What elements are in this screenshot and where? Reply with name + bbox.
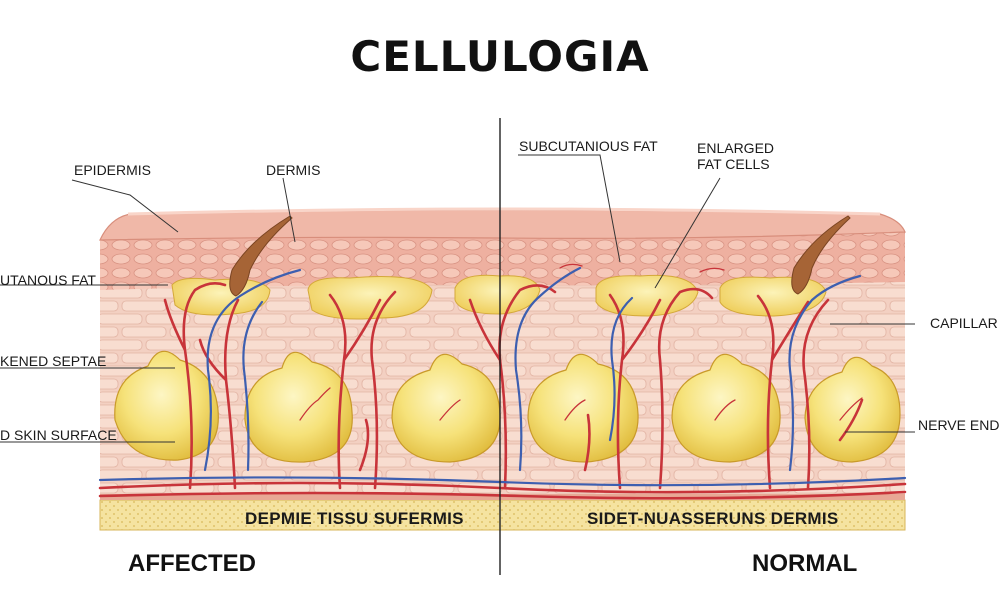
label-epidermis: EPIDERMIS <box>74 162 152 178</box>
label-thickened-septae: KENED SEPTAE <box>0 353 107 369</box>
capillary-branches <box>299 263 863 421</box>
diagram-title: CELLULOGIA <box>350 32 650 81</box>
band-text-left: DEPMIE TISSU SUFERMIS <box>245 509 464 528</box>
label-subcutanious-fat-right: SUBCUTANIOUS FAT <box>519 138 658 154</box>
label-enlarged-fat-cells: ENLARGED FAT CELLS <box>697 140 774 172</box>
band-text-right: SIDET-NUASSERUNS DERMIS <box>587 509 839 528</box>
side-label-affected: AFFECTED <box>128 550 256 577</box>
band-divider <box>100 494 905 500</box>
label-dermis: DERMIS <box>266 162 321 178</box>
epidermis-top <box>127 207 881 216</box>
label-subcutanious-fat-left: UTANOUS FAT <box>0 272 96 288</box>
label-capillaries: CAPILLAR <box>930 315 998 331</box>
large-fat-cells <box>114 350 901 463</box>
side-label-normal: NORMAL <box>752 550 858 577</box>
hair-shafts <box>229 215 851 297</box>
label-nerve-endings: NERVE END <box>918 417 1000 433</box>
label-skin-surface: D SKIN SURFACE <box>0 427 117 443</box>
fat-band <box>99 499 906 531</box>
dermis-layer <box>100 232 905 290</box>
epidermis-layer <box>99 209 906 241</box>
arteries <box>98 282 907 500</box>
label-enlarged-line2: FAT CELLS <box>697 156 770 172</box>
leader-lines <box>0 154 915 443</box>
label-enlarged-line1: ENLARGED <box>697 140 775 156</box>
